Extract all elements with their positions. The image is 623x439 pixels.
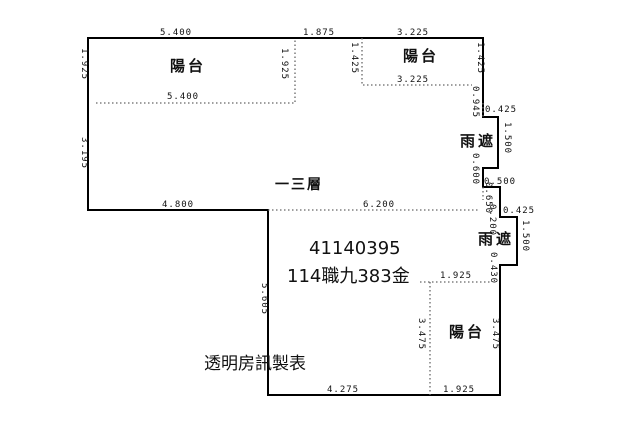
dim-top-right-inner-width: 3.225 xyxy=(397,75,429,85)
dim-canopy-upper-depth: 0.425 xyxy=(485,105,517,115)
dim-right-balcony-right-height: 1.425 xyxy=(475,42,485,74)
dim-canopy-lower-depth: 0.425 xyxy=(503,206,535,216)
label-balcony-top-right: 陽台 xyxy=(403,47,439,65)
label-balcony-top-left: 陽台 xyxy=(170,57,206,75)
stamp-source: 透明房訊製表 xyxy=(204,354,306,374)
dim-mid-balcony-height: 1.925 xyxy=(279,48,289,80)
dim-lower-balcony-width: 1.925 xyxy=(440,271,472,281)
dim-top-right-width: 3.225 xyxy=(397,28,429,38)
balcony-right-boundary xyxy=(361,38,472,86)
label-balcony-bottom-right: 陽台 xyxy=(449,323,485,341)
label-canopy-upper: 雨遮 xyxy=(460,132,496,150)
dim-canopy-upper-length: 1.500 xyxy=(502,122,512,154)
dim-left-top-height: 1.925 xyxy=(79,48,89,80)
dim-top-mid-width: 1.875 xyxy=(303,28,335,38)
stamp-code: 41140395 xyxy=(309,238,401,259)
dim-left-height: 3.195 xyxy=(79,137,89,169)
dim-right-step-0650: 0.650 xyxy=(483,182,493,214)
dim-top-left-inner-width: 5.400 xyxy=(167,92,199,102)
dim-right-step-0600: 0.600 xyxy=(470,153,480,185)
stamp-case-number: 114職九383金 xyxy=(287,266,410,287)
dim-lower-balcony-height: 3.475 xyxy=(416,318,426,350)
dim-lower-left-height: 5.605 xyxy=(259,283,269,315)
dim-right-balcony-left-height: 1.425 xyxy=(349,42,359,74)
dim-bottom-left-width: 4.800 xyxy=(162,200,194,210)
label-floor-name: 一三層 xyxy=(275,177,323,193)
dim-right-step-0200: 0.200 xyxy=(487,204,497,236)
dim-right-offset-0500: 0.500 xyxy=(484,177,516,187)
dim-lower-right-height: 3.475 xyxy=(490,318,500,350)
dim-right-step-0945: 0.945 xyxy=(470,86,480,118)
dim-right-step-0430: 0.430 xyxy=(488,252,498,284)
label-canopy-lower: 雨遮 xyxy=(478,230,514,248)
dim-top-left-width: 5.400 xyxy=(160,28,192,38)
dim-bottom-width: 4.275 xyxy=(327,385,359,395)
dim-canopy-lower-length: 1.500 xyxy=(520,220,530,252)
dotted-lines xyxy=(96,38,492,395)
dim-bottom-right-width: 1.925 xyxy=(443,385,475,395)
floor-outline xyxy=(87,37,518,396)
dim-mid-width: 6.200 xyxy=(363,200,395,210)
